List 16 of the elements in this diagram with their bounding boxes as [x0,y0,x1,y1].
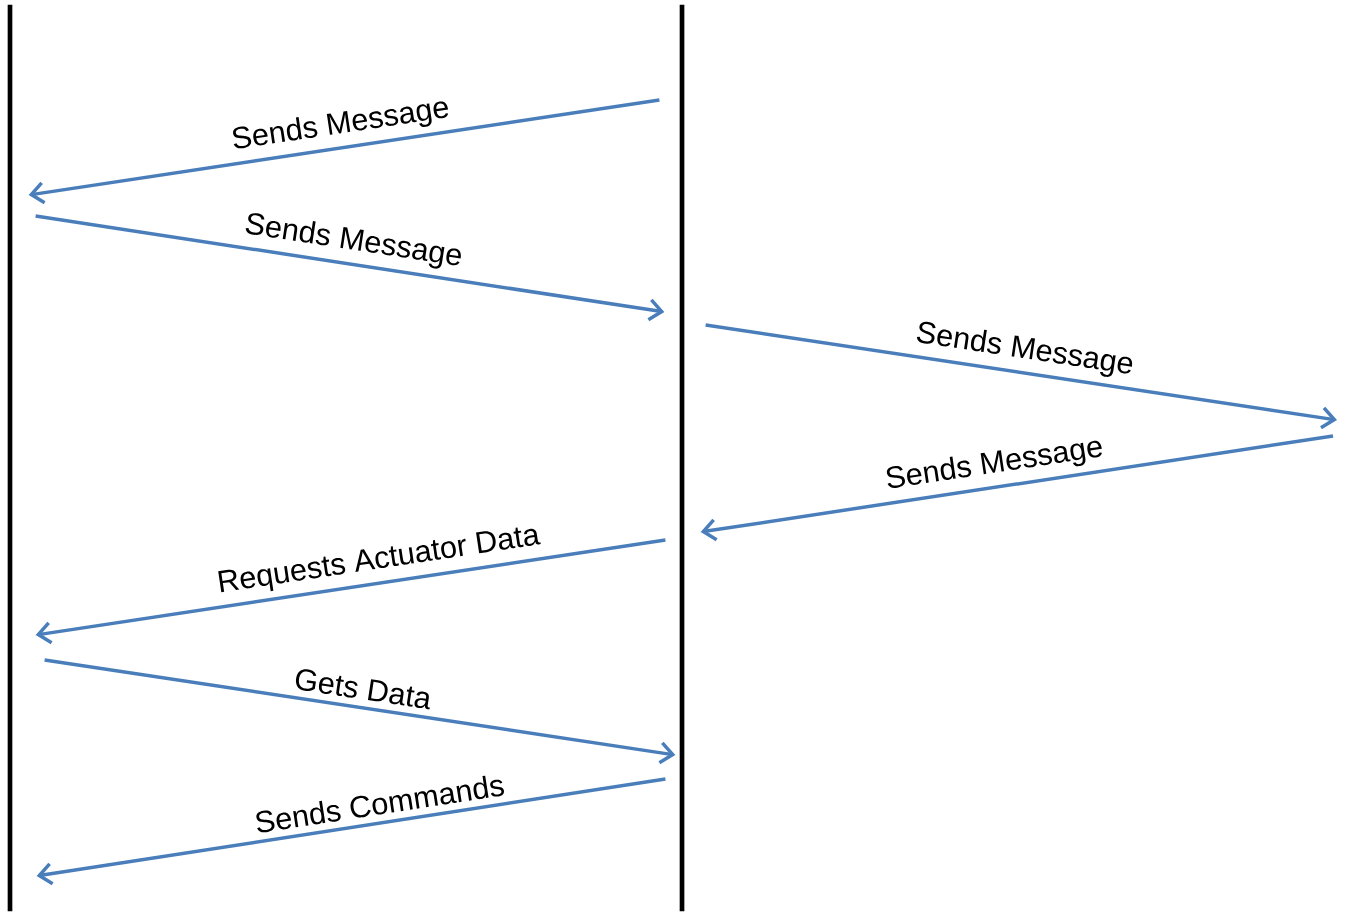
edge-label: Sends Message [245,213,461,269]
lifeline-bar [679,4,685,912]
edge-label: Sends Message [233,101,449,149]
arrow [700,434,1334,542]
edge-label: Sends Message [886,440,1102,488]
arrow [28,98,660,205]
edge-label: Requests Actuator Data [218,527,541,593]
arrow [36,777,666,886]
edge-label: Gets Data [295,669,430,710]
edge-label: Sends Commands [256,775,504,833]
edge-label: Sends Message [916,321,1133,377]
arrow [44,658,676,765]
lifeline-bar [7,4,13,912]
arrow [705,323,1337,430]
arrow [35,214,665,322]
arrow [35,538,666,645]
